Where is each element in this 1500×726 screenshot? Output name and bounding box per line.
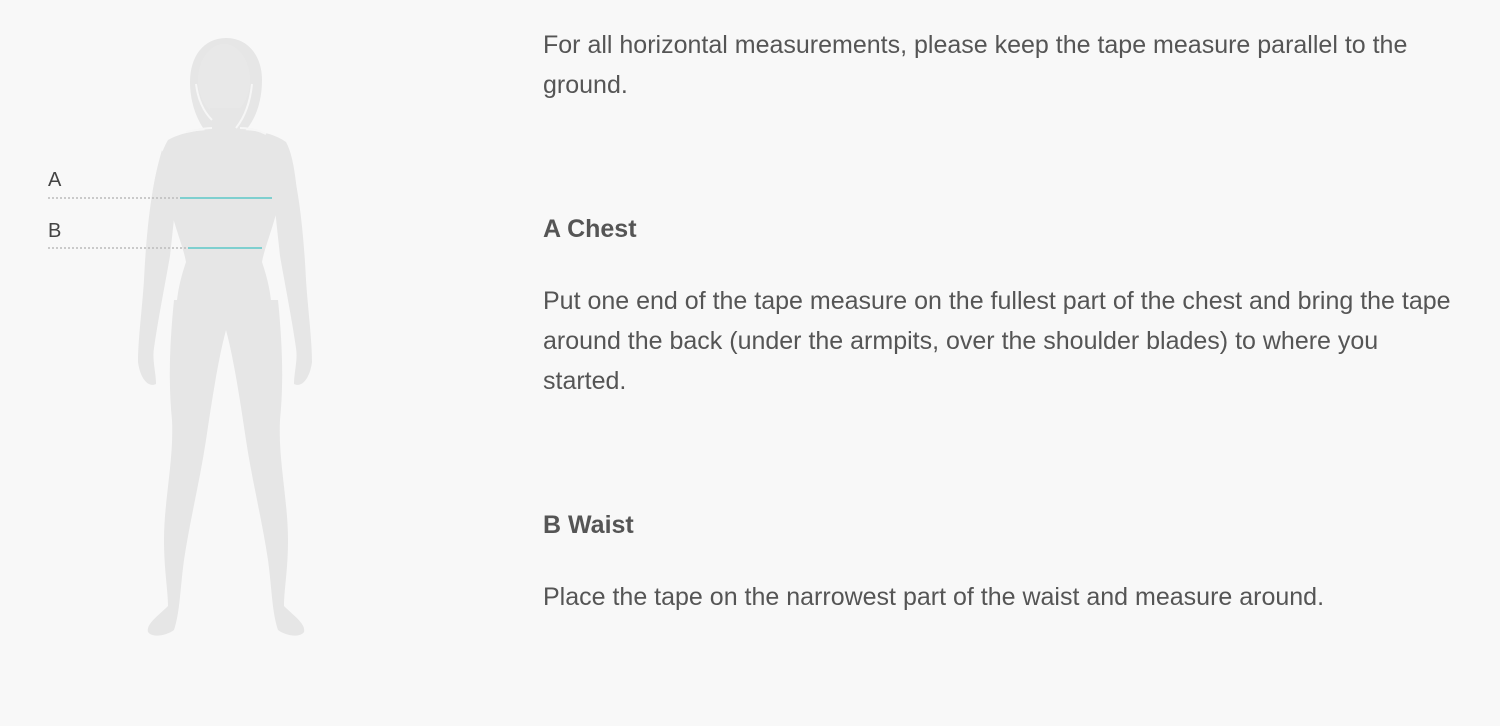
body-measurement-figure: A B xyxy=(0,0,500,726)
measurement-instructions: For all horizontal measurements, please … xyxy=(543,25,1468,617)
silhouette-torso xyxy=(144,130,304,330)
silhouette-outline-shoulder xyxy=(185,127,267,135)
chest-heading: A Chest xyxy=(543,215,637,243)
waist-heading: B Waist xyxy=(543,511,634,539)
silhouette-right-arm xyxy=(274,150,312,385)
chest-description: Put one end of the tape measure on the f… xyxy=(543,287,1451,395)
silhouette-legs xyxy=(147,300,305,636)
silhouette-outline-neck xyxy=(195,83,253,129)
silhouette-head xyxy=(198,44,250,116)
marker-label-a: A xyxy=(48,169,62,191)
marker-label-b: B xyxy=(48,220,62,242)
female-silhouette xyxy=(48,38,312,636)
waist-description: Place the tape on the narrowest part of … xyxy=(543,583,1325,611)
silhouette-left-arm xyxy=(138,150,176,385)
intro-text: For all horizontal measurements, please … xyxy=(543,31,1408,99)
